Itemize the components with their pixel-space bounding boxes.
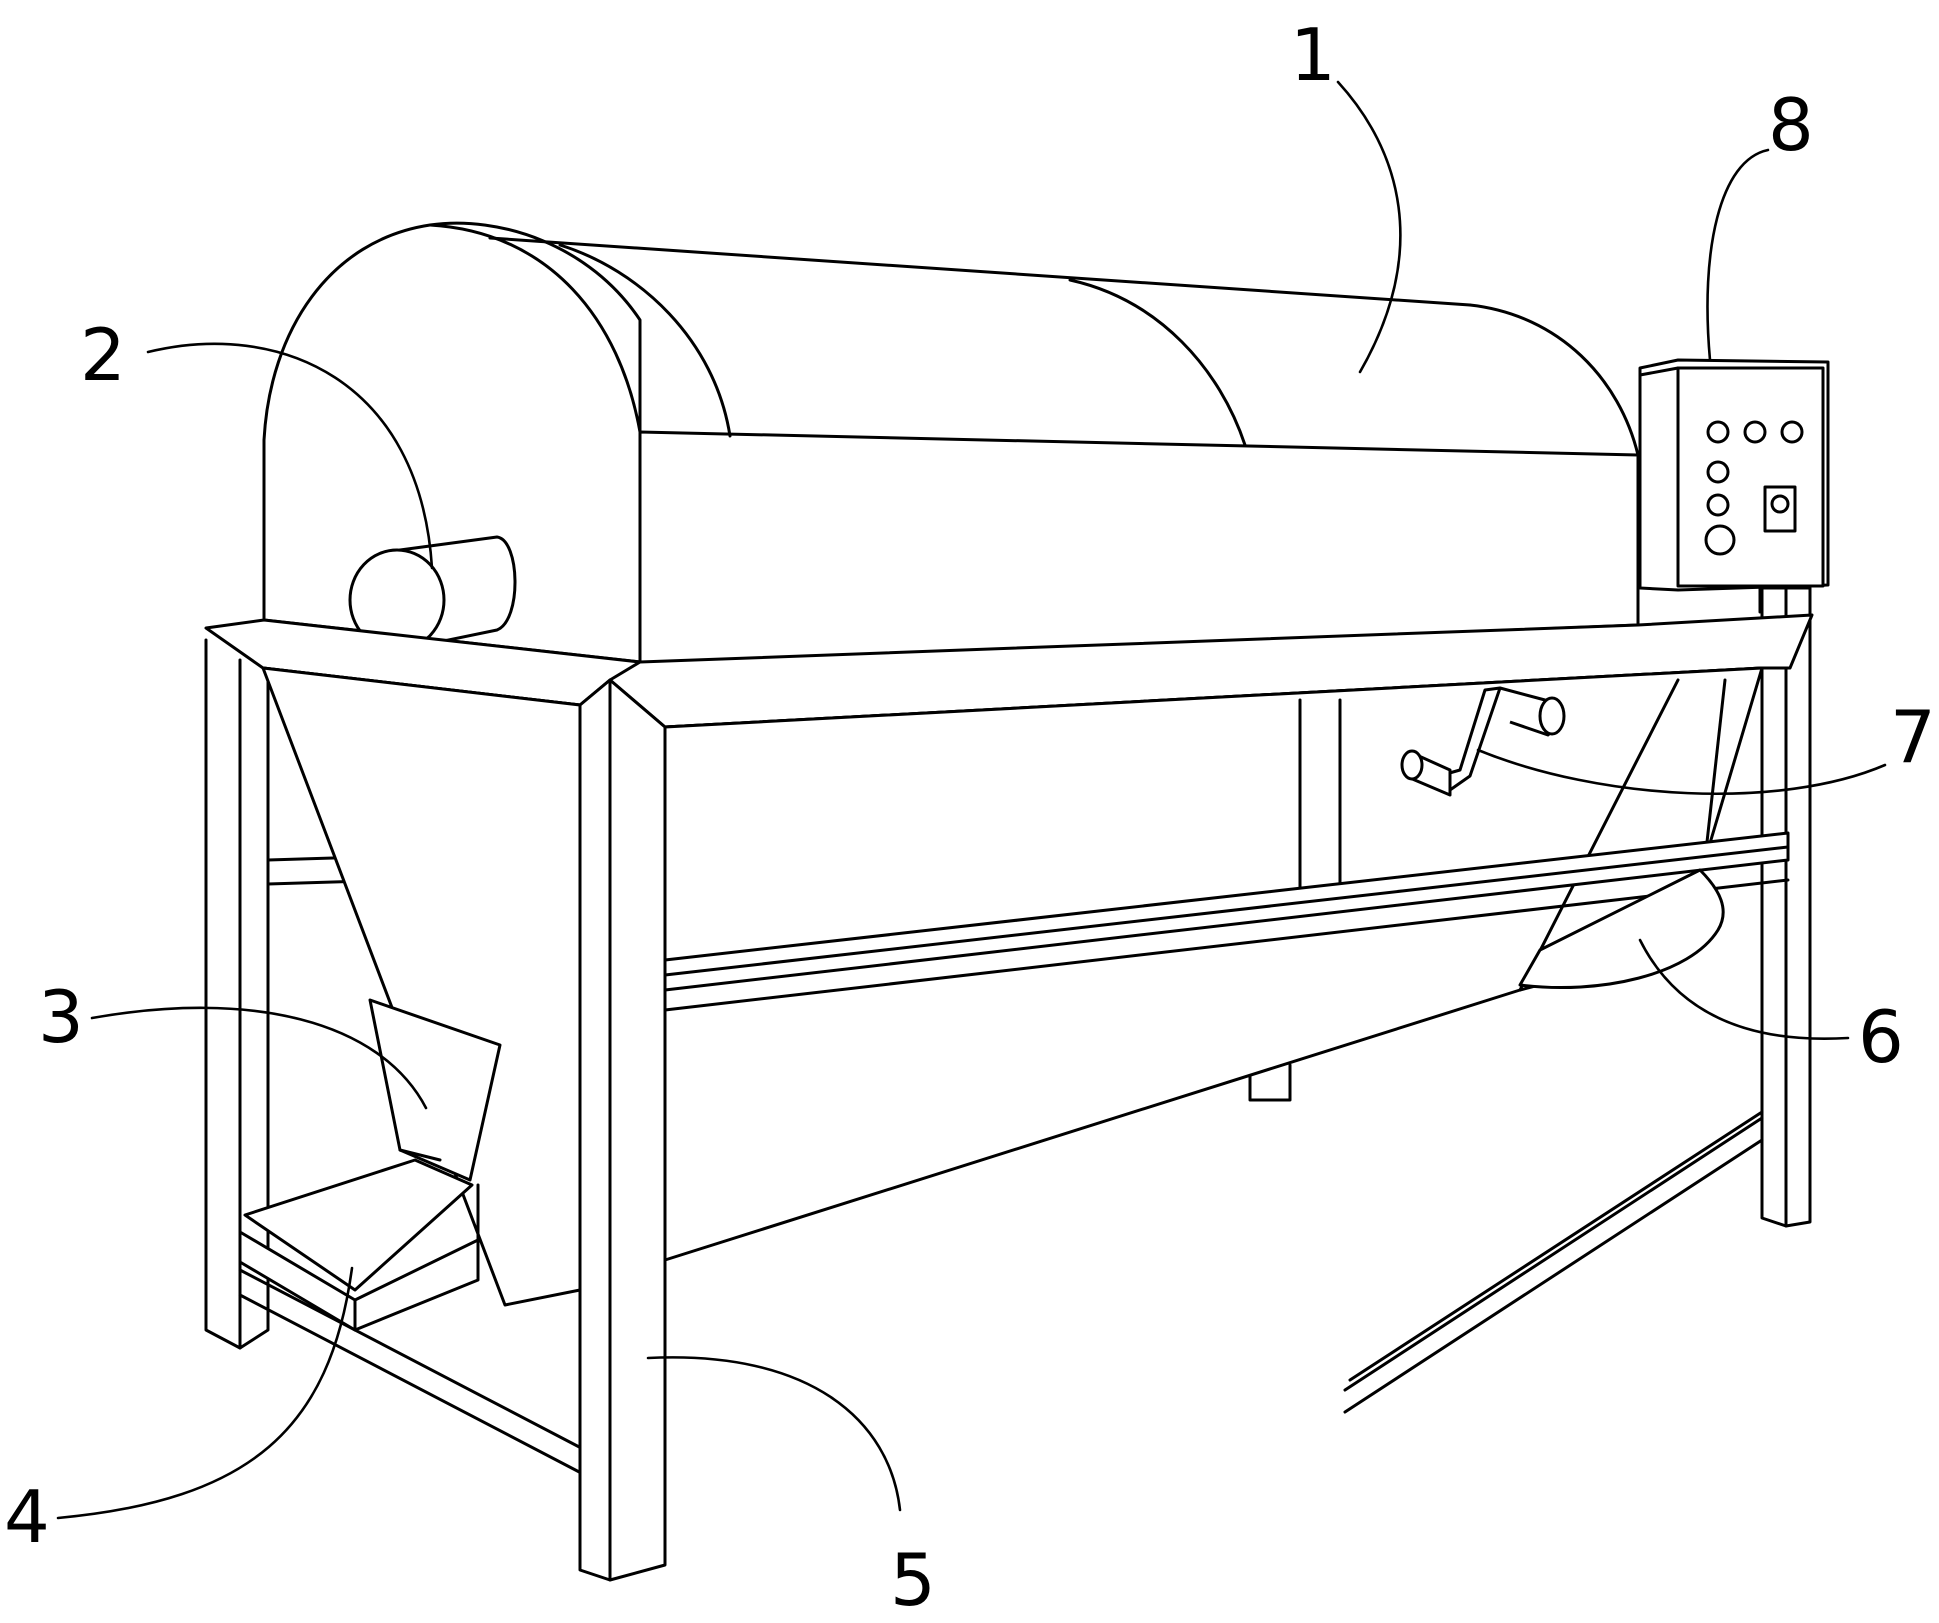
label-6: 6 [1858,995,1904,1079]
leader-6 [1638,938,1850,1041]
leader-7 [1476,748,1887,796]
control-box [1638,358,1830,614]
leader-3 [90,1006,428,1110]
front-leg [578,678,667,1582]
center-post [1298,698,1342,902]
collecting-guard [1518,868,1725,989]
label-4: 4 [4,1475,50,1559]
leader-4 [56,1266,354,1520]
crank-handle [1400,686,1566,797]
leader-lines [56,80,1887,1520]
leader-1 [1336,80,1402,374]
leader-5 [646,1356,902,1512]
front-rails [663,831,1790,1012]
label-2: 2 [80,313,126,397]
leader-2 [146,342,434,570]
drum-housing [262,221,1640,667]
label-3: 3 [38,975,84,1059]
label-1: 1 [1290,13,1336,97]
label-8: 8 [1768,83,1814,167]
leader-8 [1706,148,1770,362]
label-7: 7 [1890,695,1936,779]
discharge-chute [368,998,502,1182]
label-5: 5 [890,1538,936,1622]
part-labels: 1 2 3 4 5 6 7 8 [4,13,1936,1622]
collection-tray [238,1158,480,1332]
motor-cylinder [348,535,517,652]
